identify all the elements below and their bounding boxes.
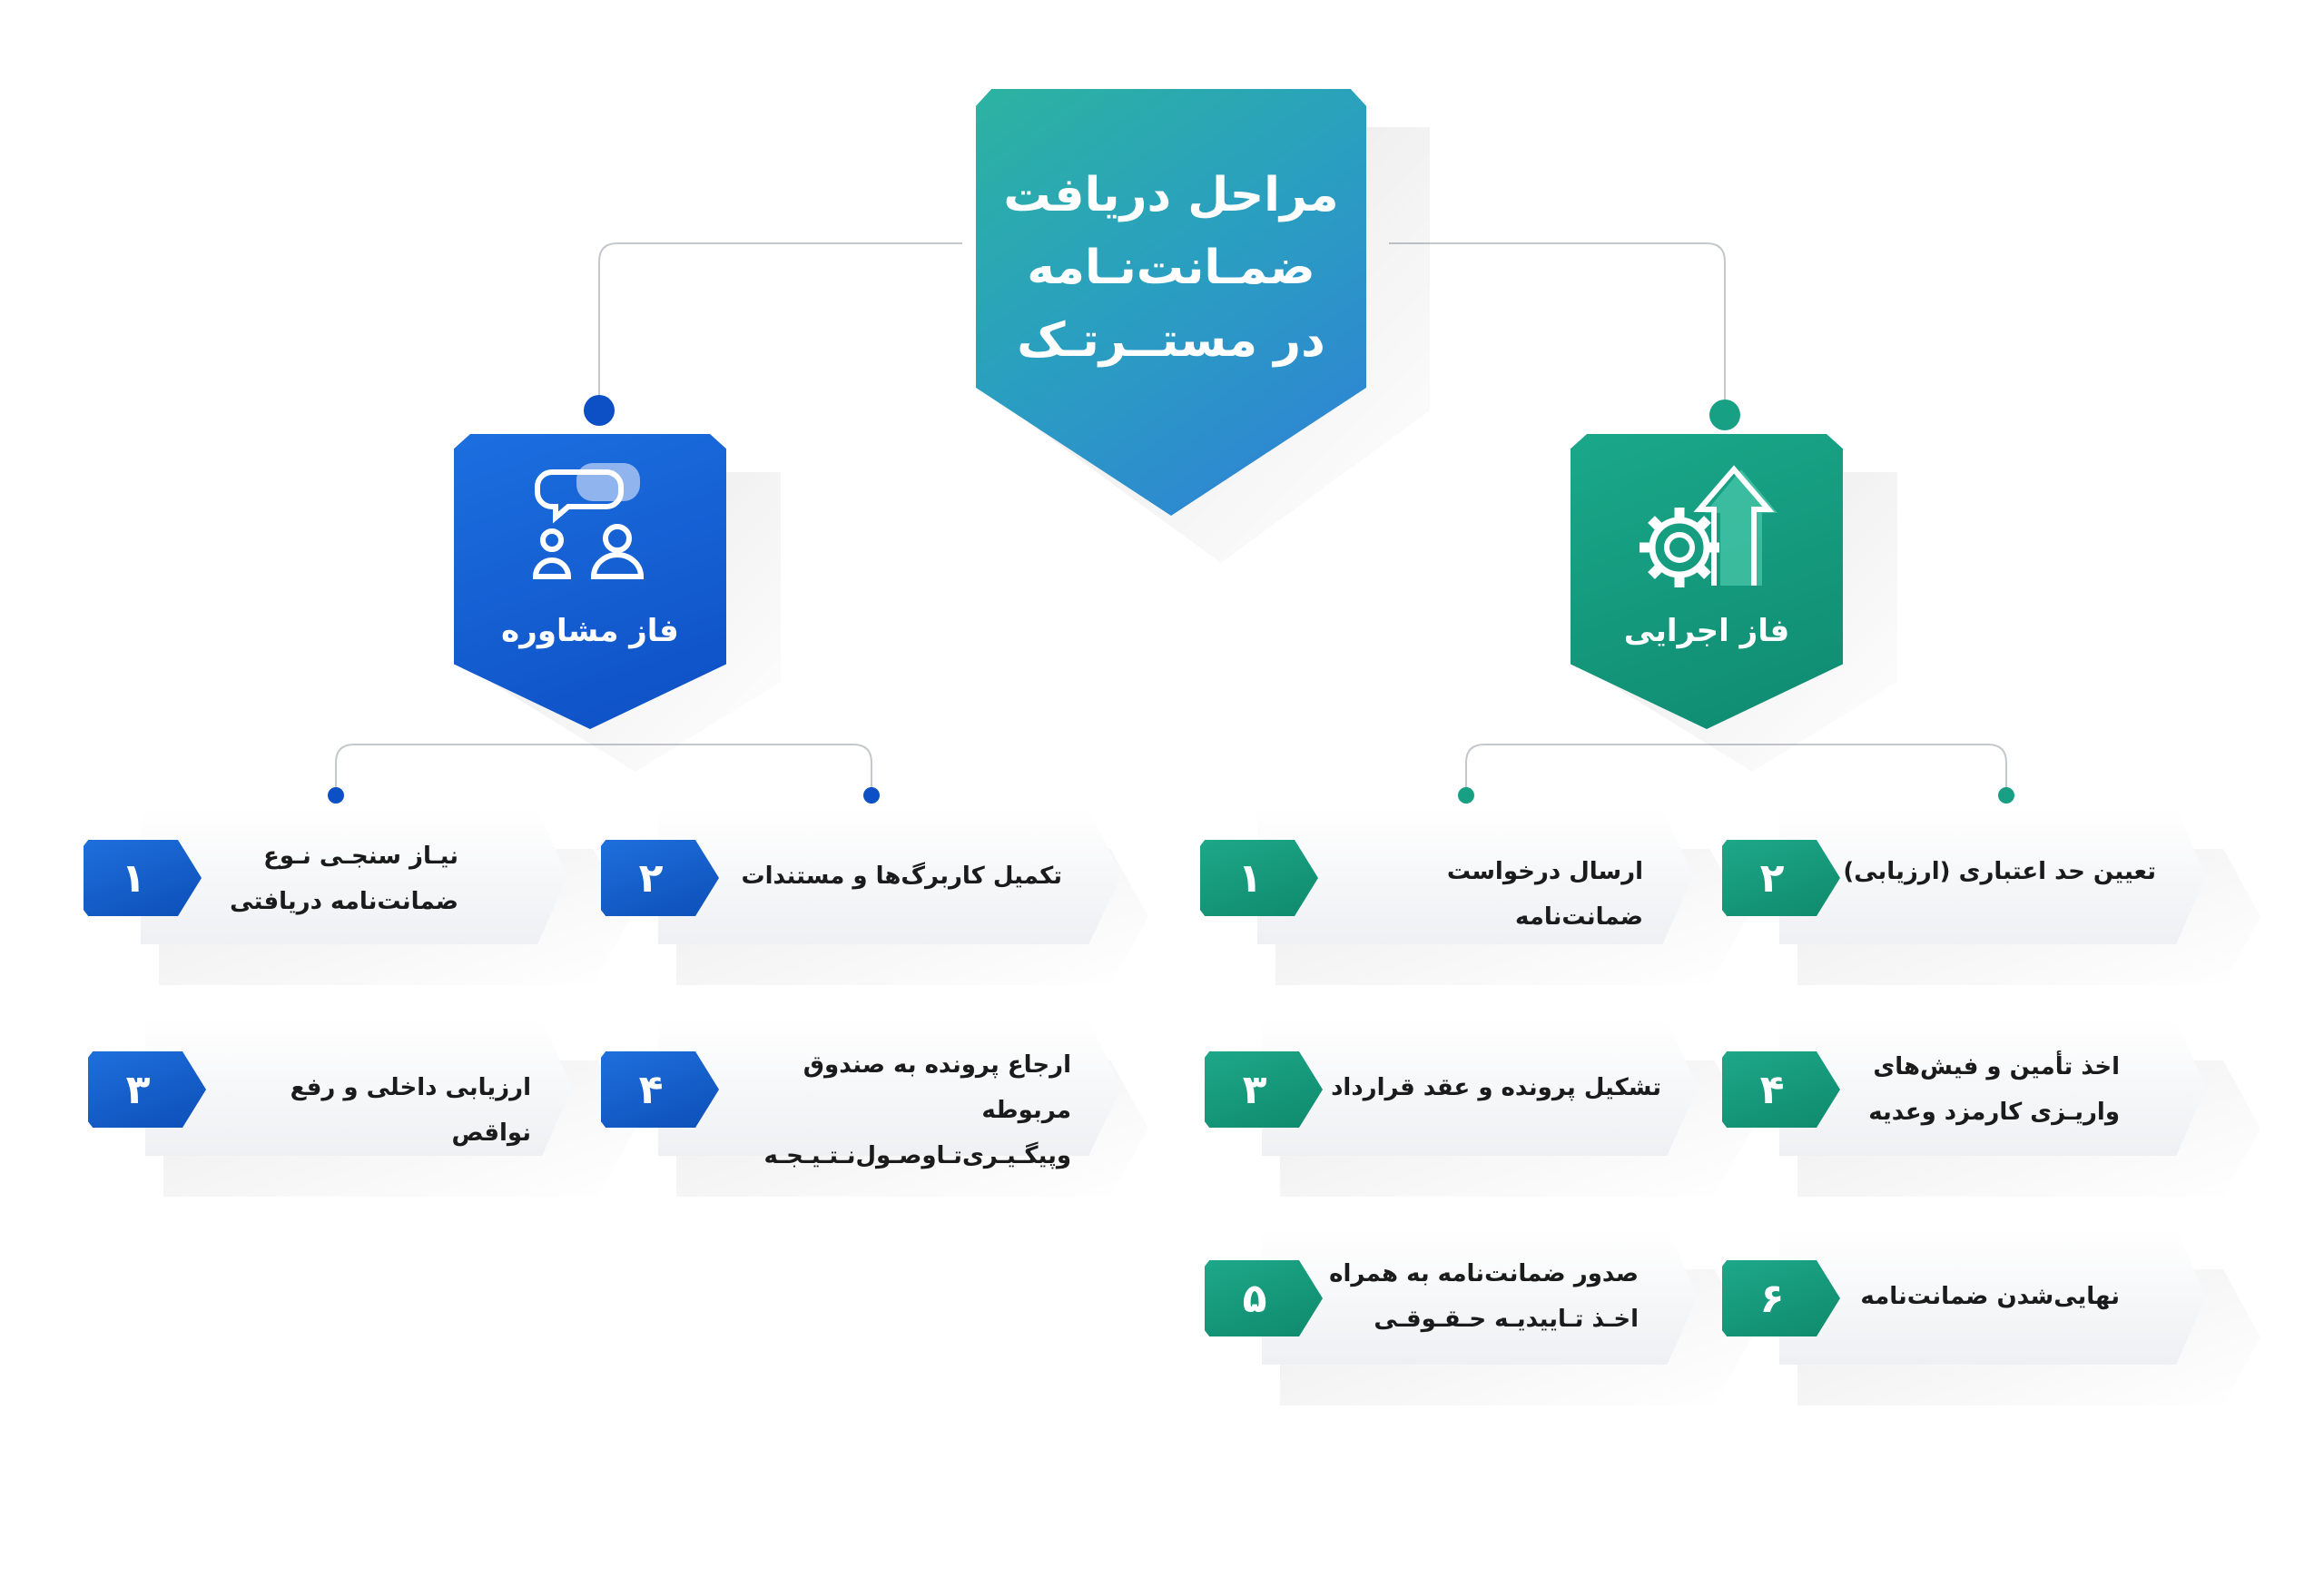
step-text-exec-6: نهایی‌شدن ضمانت‌نامه — [1843, 1274, 2120, 1319]
step-number-badge: ۲ — [601, 840, 719, 916]
step-number-badge: ۴ — [1722, 1051, 1840, 1128]
chat-people-icon — [532, 463, 645, 579]
step-text-consult-3: ارزیابی داخلی و رفع نواقص — [209, 1065, 531, 1156]
step-card-consult-2 — [658, 808, 1121, 944]
step-text-line: تعیین حد اعتباری (ارزیابی) — [1843, 858, 2156, 885]
phase-exec-shield — [1571, 434, 1843, 729]
step-text-line: اخـذ تـاییدیـه حـقـوقـی — [1374, 1306, 1639, 1333]
step-card-consult-1 — [141, 808, 567, 944]
step-text-exec-3: تشکیل پرونده و عقد قرارداد — [1325, 1065, 1661, 1110]
step-card-exec-4 — [1779, 1020, 2206, 1156]
connector-dot-consult-right — [863, 787, 880, 804]
step-text-consult-1: نیـاز سنجـی نـوع ضمانت‌نامه دریافتی — [209, 833, 458, 924]
connector-dot-exec-right — [1998, 787, 2014, 804]
step-card-exec-2 — [1779, 808, 2206, 944]
step-card-exec-5 — [1262, 1228, 1698, 1365]
step-card-consult-3 — [145, 1020, 572, 1156]
step-text-exec-5: صدور ضمانت‌نامه به همراه اخـذ تـاییدیـه … — [1325, 1251, 1639, 1342]
step-card-exec-6 — [1779, 1228, 2206, 1365]
step-text-line: تکمیل کاربرگ‌ها و مستندات — [741, 863, 1063, 890]
step-text-line: ارسال درخواست ضمانت‌نامه — [1446, 858, 1643, 931]
step-text-line: اخذ تأمین و فیش‌های — [1873, 1053, 2120, 1080]
phase-consult-label: فاز مشاوره — [501, 613, 679, 649]
step-number-badge: ۱ — [1200, 840, 1318, 916]
step-text-exec-4: اخذ تأمین و فیش‌های واریـزی کارمزد وعدیه — [1843, 1044, 2120, 1135]
connector-dot-exec-left — [1458, 787, 1474, 804]
step-text-line: واریـزی کارمزد وعدیه — [1868, 1099, 2120, 1126]
connector-dot-consult-left — [328, 787, 344, 804]
step-number-badge: ۳ — [88, 1051, 206, 1128]
connector-dot-exec — [1709, 399, 1740, 430]
step-text-line: صدور ضمانت‌نامه به همراه — [1329, 1260, 1639, 1287]
gear-arrow-up-icon — [1640, 465, 1777, 587]
step-text-line: نیـاز سنجـی نـوع — [263, 843, 458, 870]
phase-exec-label: فاز اجرایی — [1623, 613, 1790, 649]
step-text-consult-2: تکمیل کاربرگ‌ها و مستندات — [726, 853, 1063, 899]
step-number-badge: ۴ — [601, 1051, 719, 1128]
step-text-consult-4: ارجاع پرونده به صندوق مربوطه وپیگـیـری‌ت… — [717, 1042, 1071, 1179]
step-number-badge: ۱ — [84, 840, 202, 916]
step-number-badge: ۵ — [1205, 1260, 1323, 1336]
step-text-line: ارجاع پرونده به صندوق مربوطه — [803, 1051, 1071, 1124]
main-title-line: مراحل دریافت — [1003, 168, 1339, 222]
main-title-line: ضمـانت‌نـامه — [1027, 241, 1315, 295]
step-text-line: نهایی‌شدن ضمانت‌نامه — [1860, 1283, 2120, 1310]
step-text-exec-2: تعیین حد اعتباری (ارزیابی) — [1843, 849, 2156, 894]
connector-dot-consult — [584, 395, 615, 426]
step-text-line: ضمانت‌نامه دریافتی — [230, 888, 458, 915]
step-text-line: ارزیابی داخلی و رفع نواقص — [290, 1074, 531, 1147]
main-title: مراحل دریافت ضمـانت‌نـامه در مستــرتـک — [980, 159, 1362, 377]
step-card-exec-1 — [1257, 808, 1693, 944]
step-card-consult-4 — [658, 1020, 1121, 1156]
main-title-line: در مستــرتـک — [1017, 313, 1325, 368]
step-text-line: وپیگـیـری‌تـاوصـول‌نـتـیـجـه — [763, 1142, 1071, 1169]
step-text-line: تشکیل پرونده و عقد قرارداد — [1331, 1074, 1661, 1101]
step-number-badge: ۲ — [1722, 840, 1840, 916]
step-card-exec-3 — [1262, 1020, 1698, 1156]
step-number-badge: ۶ — [1722, 1260, 1840, 1336]
step-number-badge: ۳ — [1205, 1051, 1323, 1128]
step-text-exec-1: ارسال درخواست ضمانت‌نامه — [1325, 849, 1643, 940]
